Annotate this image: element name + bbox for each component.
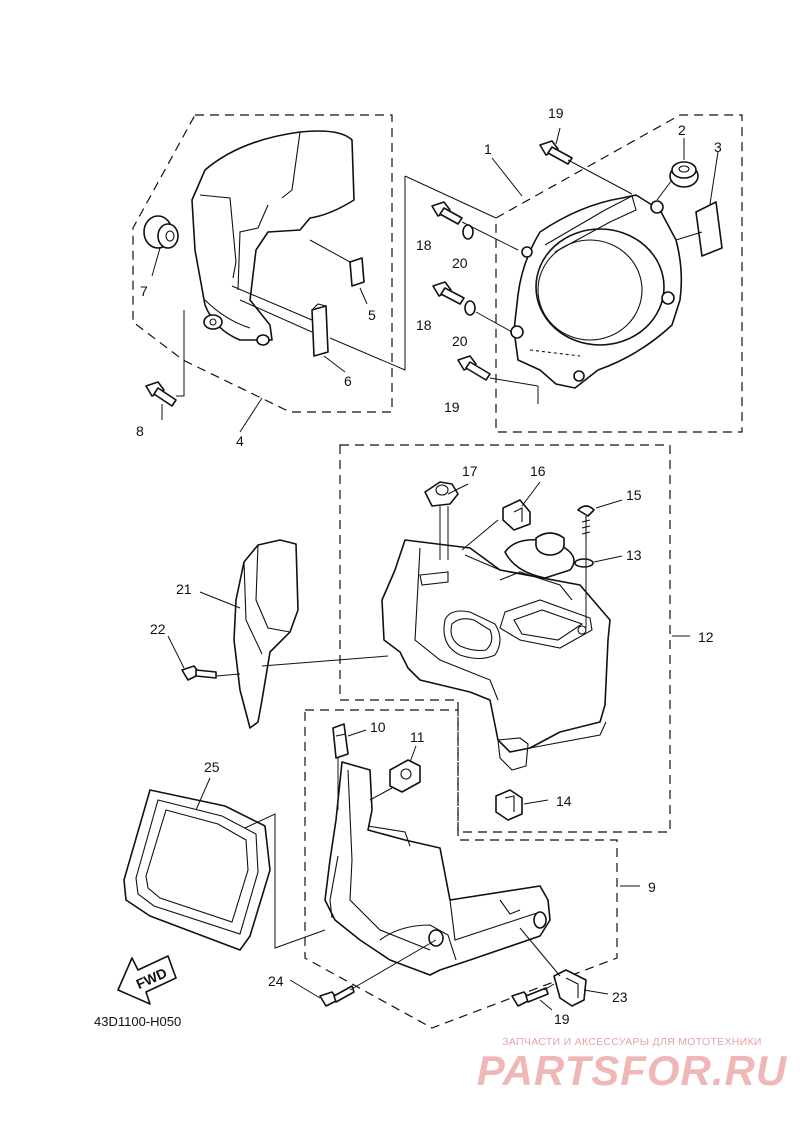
callout-17[interactable]: 17: [462, 463, 478, 479]
part-7-grommet[interactable]: [143, 215, 179, 249]
callout-8[interactable]: 8: [136, 423, 144, 439]
callout-12[interactable]: 12: [698, 629, 714, 645]
leaders-group-12: [167, 481, 690, 805]
callout-2[interactable]: 2: [678, 122, 686, 138]
callout-10[interactable]: 10: [370, 719, 386, 735]
part-12-air-shroud[interactable]: [381, 539, 611, 771]
part-21-baffle[interactable]: [233, 539, 299, 729]
part-11-clamp[interactable]: [389, 759, 421, 793]
part-1-flywheel-cover[interactable]: [510, 194, 683, 389]
part-22-bolt[interactable]: [181, 665, 217, 681]
callout-13[interactable]: 13: [626, 547, 642, 563]
part-18-bolt-lower[interactable]: [432, 281, 465, 305]
group-outline-12: [339, 444, 671, 833]
group-outline-4: [132, 114, 393, 413]
part-23-bracket[interactable]: [553, 969, 587, 1007]
callout-19-bottom[interactable]: 19: [554, 1011, 570, 1027]
leaders-group-1: [404, 127, 719, 404]
part-8-bolt[interactable]: [145, 381, 177, 407]
callout-18-lower[interactable]: 18: [416, 317, 432, 333]
forward-arrow-icon: FWD: [117, 955, 177, 1005]
leaders-group-4: [151, 176, 406, 433]
callout-20-lower[interactable]: 20: [452, 333, 468, 349]
callout-19-mid[interactable]: 19: [444, 399, 460, 415]
part-4-fan-shroud-cover[interactable]: [191, 130, 355, 346]
part-10-clip[interactable]: [332, 723, 349, 759]
callout-6[interactable]: 6: [344, 373, 352, 389]
callout-18-upper[interactable]: 18: [416, 237, 432, 253]
callout-25[interactable]: 25: [204, 759, 220, 775]
part-16-clip[interactable]: [502, 499, 531, 531]
part-2-grommet[interactable]: [669, 161, 699, 188]
callout-4[interactable]: 4: [236, 433, 244, 449]
part-17-clamp[interactable]: [424, 481, 459, 507]
callout-1[interactable]: 1: [484, 141, 492, 157]
callout-14[interactable]: 14: [556, 793, 572, 809]
callout-16[interactable]: 16: [530, 463, 546, 479]
part-20-washer-lower[interactable]: [464, 300, 476, 316]
part-5-damper[interactable]: [349, 257, 365, 287]
callout-9[interactable]: 9: [648, 879, 656, 895]
part-3-label[interactable]: [695, 201, 723, 257]
part-14-clip[interactable]: [495, 789, 523, 821]
part-25-gasket[interactable]: [123, 789, 271, 951]
callout-24[interactable]: 24: [268, 973, 284, 989]
part-6-seal-strip[interactable]: [311, 303, 329, 357]
callout-11[interactable]: 11: [410, 729, 425, 745]
callout-3[interactable]: 3: [714, 139, 722, 155]
callout-15[interactable]: 15: [626, 487, 642, 503]
part-19-bolt-bottom[interactable]: [511, 987, 549, 1007]
part-19-bolt-mid[interactable]: [457, 355, 491, 381]
part-24-bolt[interactable]: [319, 985, 355, 1007]
callout-21[interactable]: 21: [176, 581, 192, 597]
part-19-bolt-top[interactable]: [539, 140, 573, 165]
diagram-code: 43D1100-H050: [94, 1014, 181, 1029]
callout-22[interactable]: 22: [150, 621, 166, 637]
callout-23[interactable]: 23: [612, 989, 628, 1005]
callout-19-top[interactable]: 19: [548, 105, 564, 121]
part-18-bolt-upper[interactable]: [431, 201, 463, 225]
group-outline-9: [304, 709, 618, 1029]
callout-20-upper[interactable]: 20: [452, 255, 468, 271]
part-15-screw[interactable]: [577, 505, 595, 540]
callout-7[interactable]: 7: [140, 283, 148, 299]
part-13-plate[interactable]: [504, 532, 594, 579]
group-outline-1: [495, 114, 743, 433]
leaders-group-9: [195, 729, 640, 1011]
callout-5[interactable]: 5: [368, 307, 376, 323]
